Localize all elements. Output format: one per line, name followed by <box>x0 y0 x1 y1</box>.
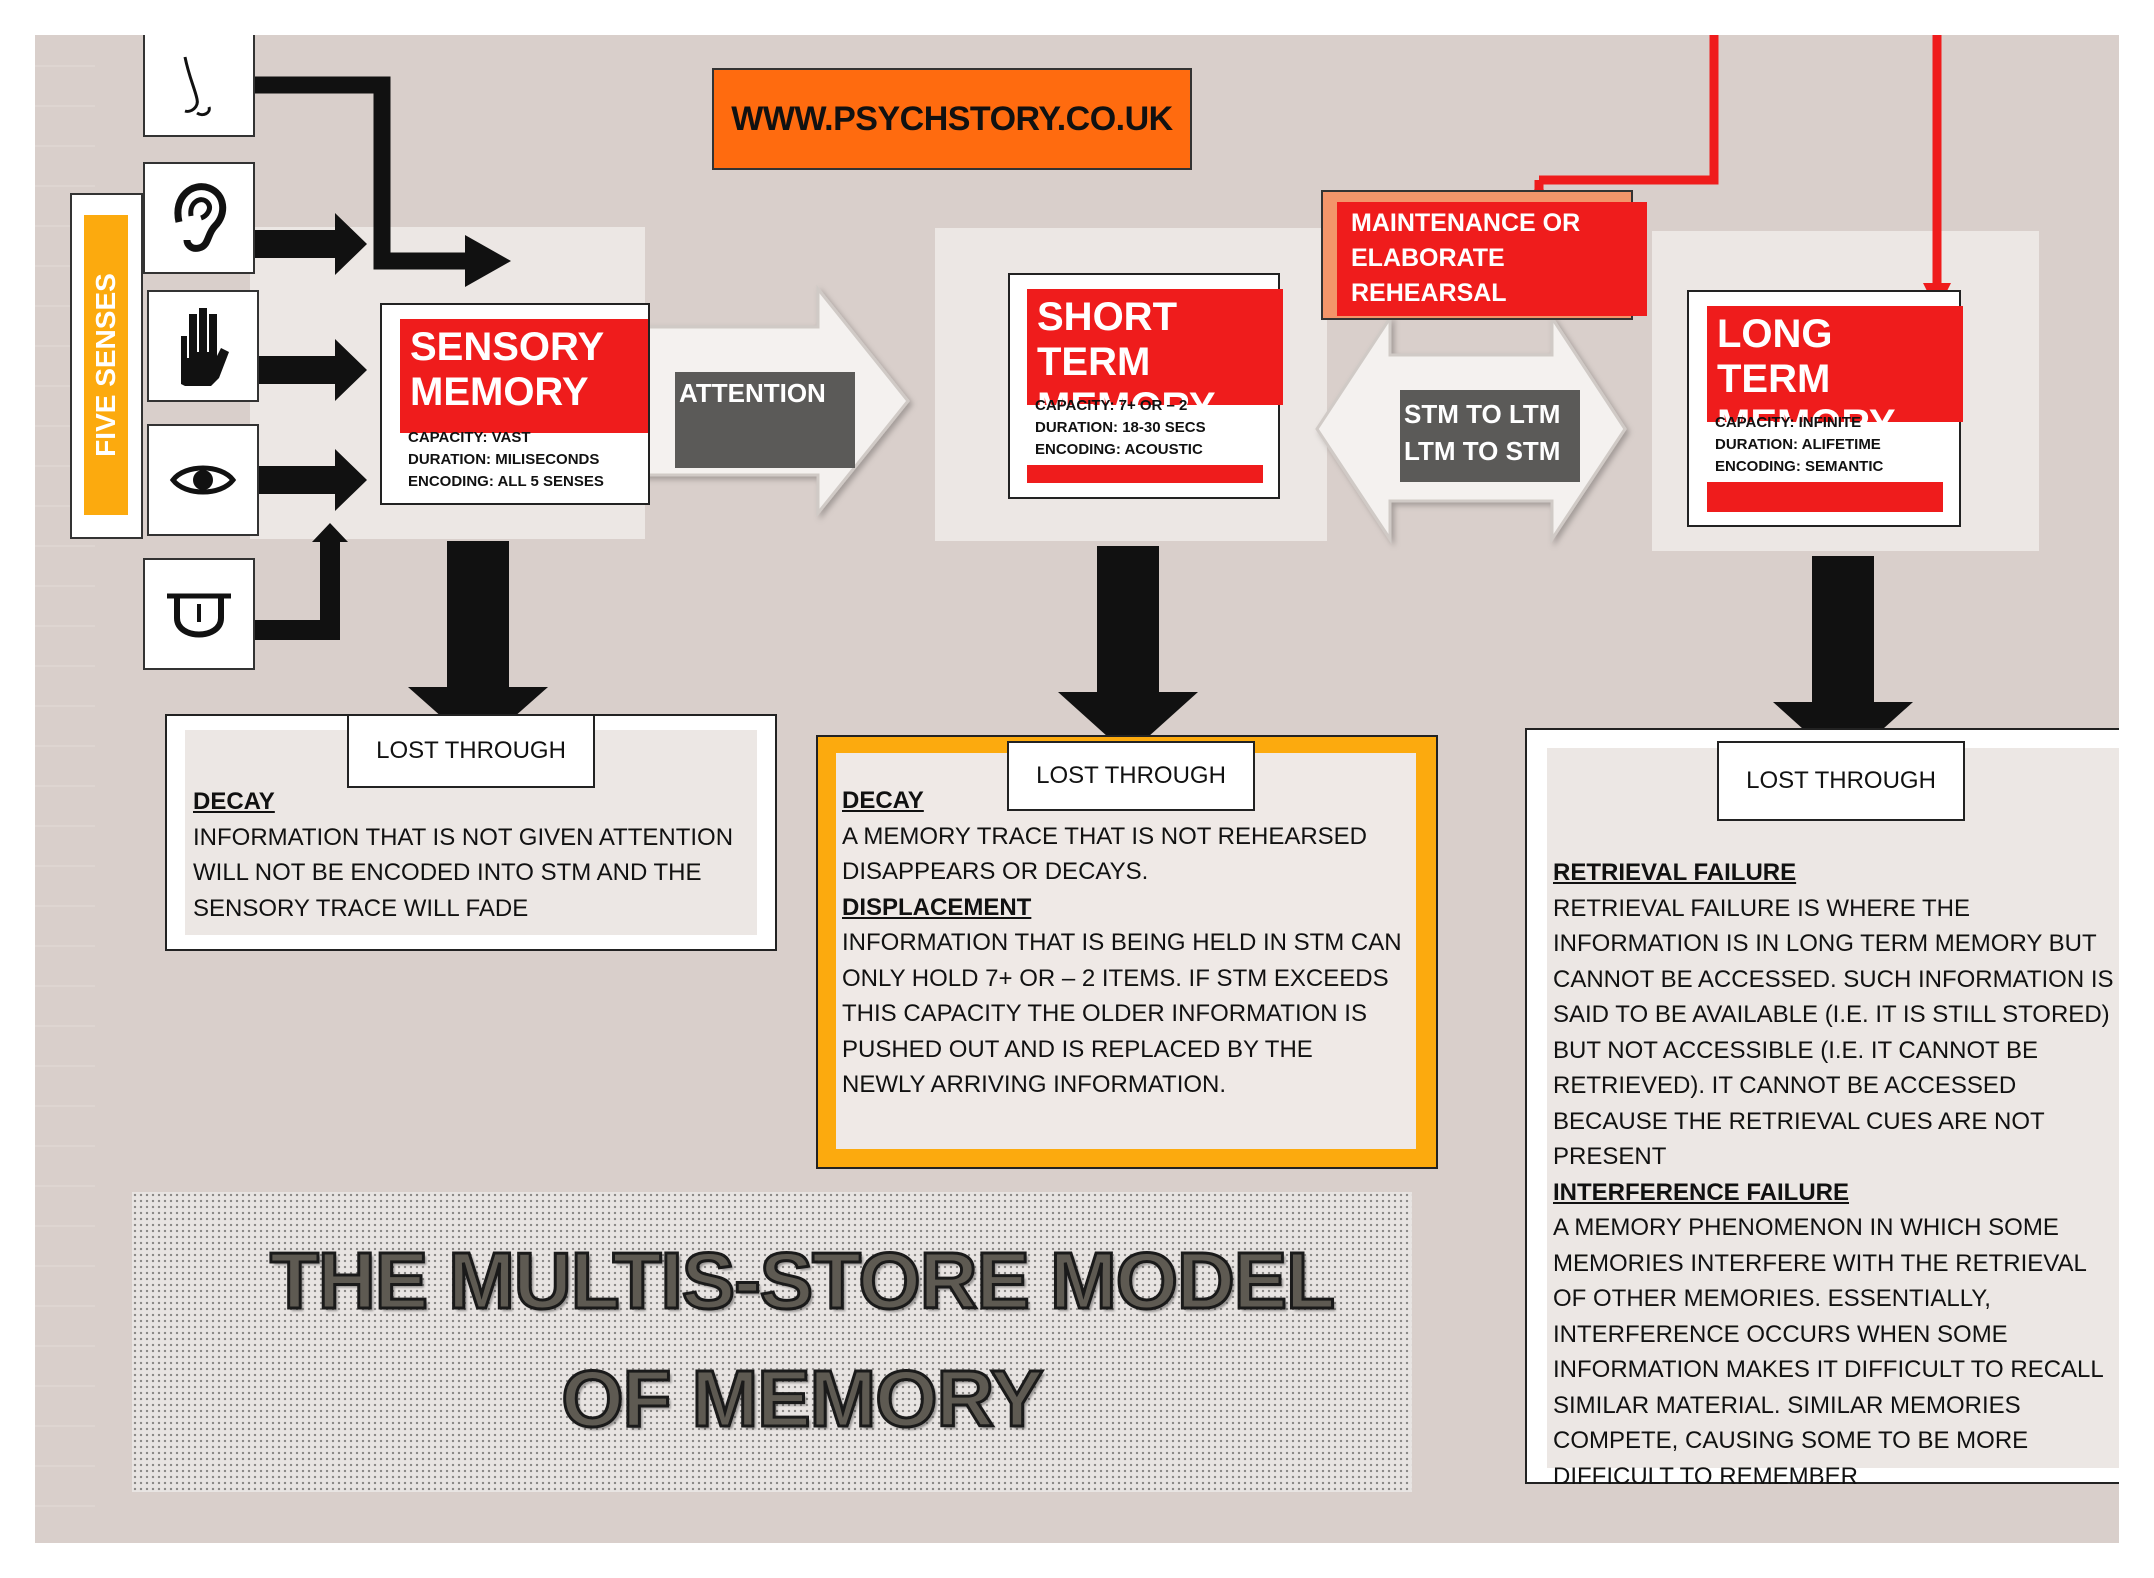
sensory-memory-title: SENSORY MEMORY <box>400 319 648 433</box>
diagram-canvas: WWW.PSYCHSTORY.CO.UK FIVE SENSES <box>35 35 2119 1543</box>
ltm-red-bar <box>1707 482 1943 512</box>
ear-arrow-head <box>335 213 367 275</box>
main-title: THE MULTIS-STORE MODEL OF MEMORY <box>269 1235 1337 1445</box>
sense-box-tongue <box>143 558 255 670</box>
stm-red-bar <box>1027 465 1263 483</box>
ltm-card: LONG TERM MEMORY CAPACITY: INFINITE DURA… <box>1687 290 1963 527</box>
ltm-details: CAPACITY: INFINITE DURATION: ALIFETIME E… <box>1715 414 1884 475</box>
ear-icon <box>174 183 227 252</box>
ear-arrow-shaft <box>247 230 335 258</box>
stm-card: SHORT TERM MEMORY CAPACITY: 7+ OR – 2 DU… <box>1008 273 1283 499</box>
website-url: WWW.PSYCHSTORY.CO.UK <box>731 99 1173 138</box>
stm-down-arrow-head <box>1058 692 1198 755</box>
stm-loss-box: DECAY A MEMORY TRACE THAT IS NOT REHEARS… <box>816 735 1438 1169</box>
rehearsal-label: MAINTENANCE OR ELABORATE REHEARSAL <box>1337 202 1647 316</box>
ltm-loss-panel <box>1547 748 2119 1468</box>
ltm-down-arrow-shaft <box>1812 556 1874 704</box>
sensory-memory-details: CAPACITY: VAST DURATION: MILISECONDS ENC… <box>408 429 604 490</box>
stm-loss-text: DECAY A MEMORY TRACE THAT IS NOT REHEARS… <box>842 787 1402 1098</box>
ltm-loss-box: RETRIEVAL FAILURE RETRIEVAL FAILURE IS W… <box>1525 728 2119 1490</box>
sensory-loss-box: DECAY INFORMATION THAT IS NOT GIVEN ATTE… <box>165 714 777 951</box>
rehearsal-box: MAINTENANCE OR ELABORATE REHEARSAL <box>1321 190 1647 320</box>
attention-label: ATTENTION <box>675 372 855 468</box>
stm-loss-panel <box>836 753 1416 1149</box>
nose-icon <box>183 56 211 117</box>
title-area: THE MULTIS-STORE MODEL OF MEMORY <box>132 1192 1412 1492</box>
hand-icon <box>181 308 229 386</box>
ltm-loss-text: RETRIEVAL FAILURE RETRIEVAL FAILURE IS W… <box>1553 859 2114 1490</box>
ltm-title: LONG TERM MEMORY <box>1707 306 1963 446</box>
sense-box-nose <box>143 35 255 137</box>
stm-down-arrow-shaft <box>1097 546 1159 694</box>
eye-icon <box>169 465 237 495</box>
eye-arrow-shaft <box>247 466 335 494</box>
eye-arrow-head <box>335 449 367 511</box>
sense-box-hand <box>147 290 259 402</box>
stm-lost-through: LOST THROUGH <box>1007 741 1255 811</box>
transfer-label: STM TO LTM LTM TO STM <box>1400 390 1580 482</box>
sense-box-eye <box>147 424 259 536</box>
rehearsal-loop-line <box>1539 35 1719 185</box>
stm-details: CAPACITY: 7+ OR – 2 DURATION: 18-30 SECS… <box>1035 397 1206 458</box>
nose-connector-arrow <box>250 76 465 270</box>
tongue-arrow-head <box>312 523 348 542</box>
five-senses-label: FIVE SENSES <box>90 273 121 457</box>
sensory-loss-text: DECAY INFORMATION THAT IS NOT GIVEN ATTE… <box>193 788 734 922</box>
five-senses-frame: FIVE SENSES <box>70 193 143 539</box>
sensory-memory-card: SENSORY MEMORY CAPACITY: VAST DURATION: … <box>380 303 650 505</box>
sense-box-ear <box>143 162 255 274</box>
nose-connector-arrowhead <box>465 235 511 287</box>
five-senses-bar: FIVE SENSES <box>84 215 128 515</box>
hand-arrow-head <box>335 339 367 401</box>
stm-title: SHORT TERM MEMORY <box>1027 289 1283 429</box>
hand-arrow-shaft <box>247 356 335 384</box>
tongue-icon <box>167 593 231 638</box>
tongue-arrow-shaft <box>250 540 340 640</box>
website-banner: WWW.PSYCHSTORY.CO.UK <box>712 68 1192 170</box>
ltm-lost-through: LOST THROUGH <box>1717 741 1965 821</box>
sensory-lost-through: LOST THROUGH <box>347 714 595 788</box>
sensory-down-arrow-shaft <box>447 541 509 689</box>
